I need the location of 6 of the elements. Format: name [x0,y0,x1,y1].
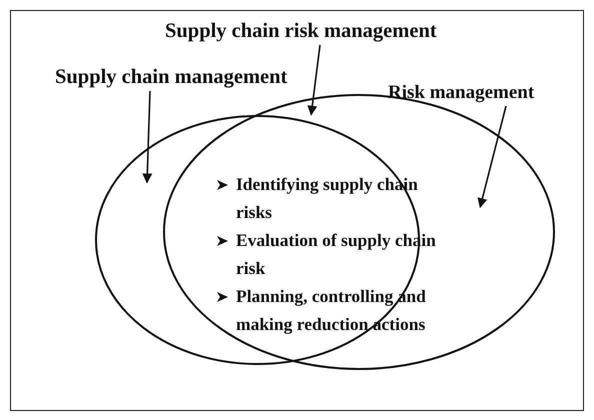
arrow [307,44,321,116]
heading-label: Risk management [388,82,534,104]
heading-label: Supply chain risk management [165,20,437,43]
arrow [478,106,507,208]
arrow [142,90,152,184]
heading-label: Supply chain management [55,66,288,89]
